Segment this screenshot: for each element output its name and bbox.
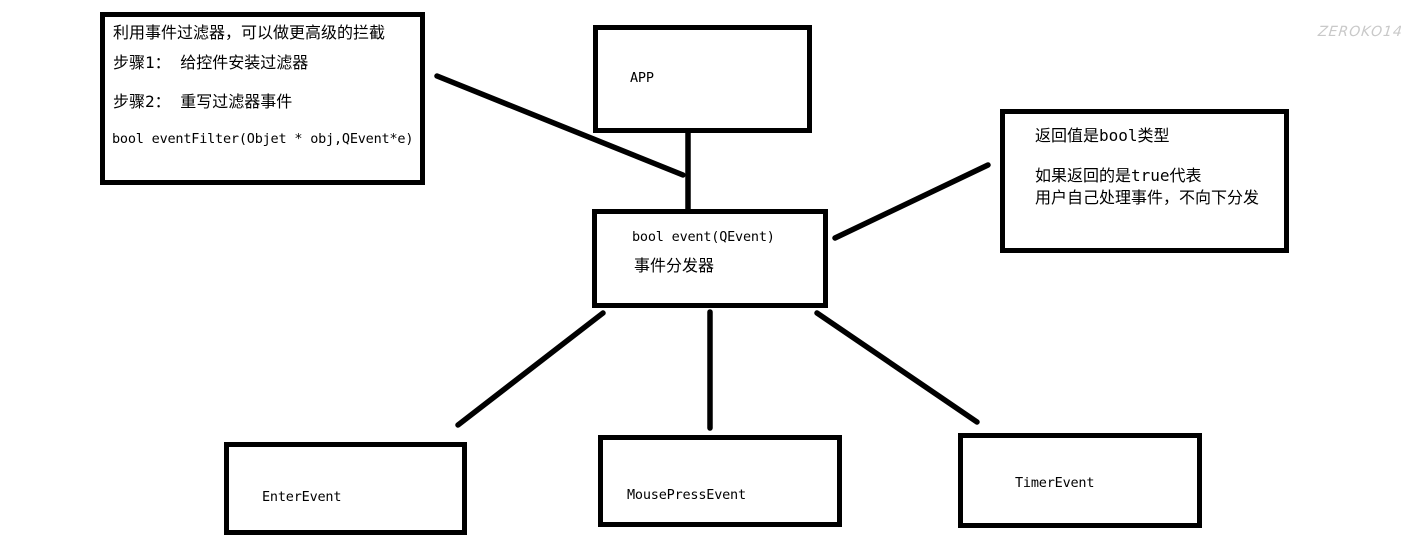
filter-note-line-3: 步骤2： 重写过滤器事件 bbox=[113, 92, 293, 111]
node-mouse-press-event: MousePressEvent bbox=[598, 435, 842, 527]
node-return-note: 返回值是bool类型 如果返回的是true代表 用户自己处理事件，不向下分发 bbox=[1000, 109, 1289, 253]
filter-note-code: bool eventFilter(Objet * obj,QEvent*e) bbox=[112, 131, 414, 147]
filter-note-line-1: 利用事件过滤器，可以做更高级的拦截 bbox=[113, 23, 386, 42]
connector-dispatcher-to-return-note bbox=[832, 162, 991, 241]
return-note-line-1: 返回值是bool类型 bbox=[1035, 126, 1170, 145]
enter-event-label: EnterEvent bbox=[262, 489, 342, 505]
watermark-text: ZEROKO14 bbox=[1317, 24, 1401, 40]
connector-dispatcher-to-timer-event bbox=[814, 310, 980, 425]
filter-note-line-2: 步骤1： 给控件安装过滤器 bbox=[113, 53, 309, 72]
node-filter-note: 利用事件过滤器，可以做更高级的拦截 步骤1： 给控件安装过滤器 步骤2： 重写过… bbox=[100, 12, 425, 185]
return-note-line-3: 用户自己处理事件，不向下分发 bbox=[1035, 188, 1260, 207]
app-label: APP bbox=[630, 70, 654, 86]
node-dispatcher: bool event(QEvent) 事件分发器 bbox=[592, 209, 828, 308]
node-enter-event: EnterEvent bbox=[224, 442, 467, 535]
timer-event-label: TimerEvent bbox=[1015, 475, 1095, 491]
mouse-press-event-label: MousePressEvent bbox=[627, 487, 746, 503]
node-timer-event: TimerEvent bbox=[958, 433, 1202, 528]
connector-dispatcher-to-enter-event bbox=[455, 310, 606, 428]
connector-filter-note-to-app-link bbox=[434, 73, 686, 178]
dispatcher-code: bool event(QEvent) bbox=[632, 229, 775, 245]
return-note-line-2: 如果返回的是true代表 bbox=[1035, 166, 1202, 185]
dispatcher-label: 事件分发器 bbox=[634, 256, 715, 275]
node-app: APP bbox=[593, 25, 812, 133]
